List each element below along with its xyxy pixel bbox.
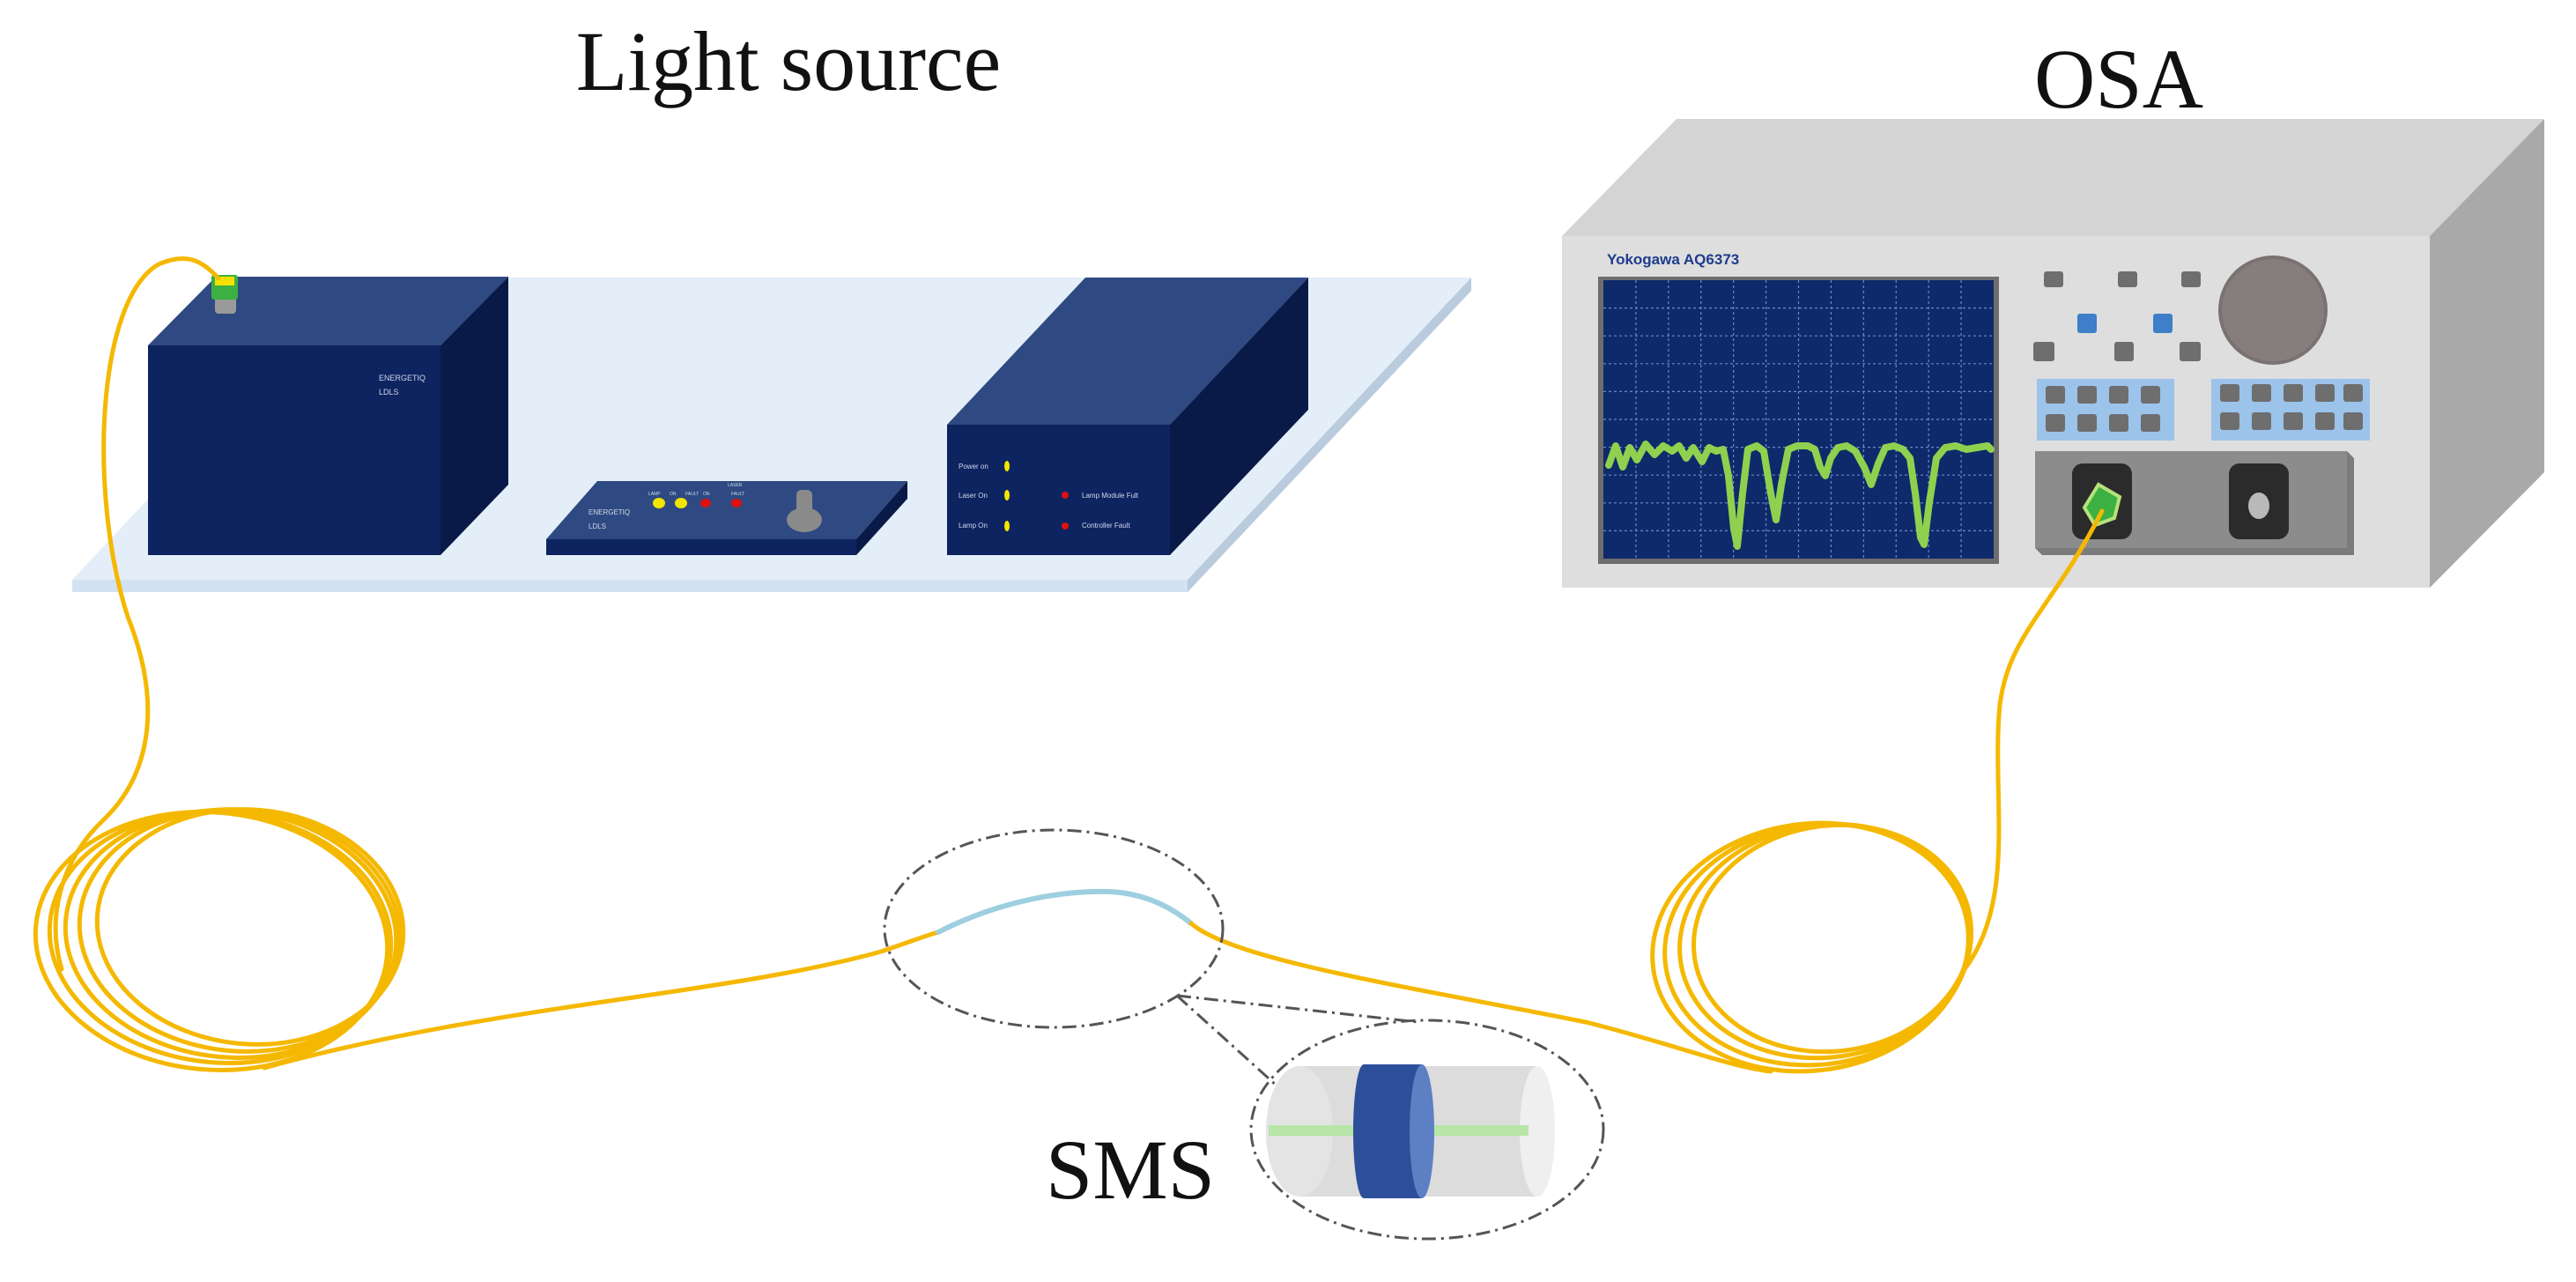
sms-zoom-ellipse [1249,1019,1605,1241]
indicator-label: ON [703,492,710,497]
controller-knob [787,490,822,532]
fiber-sms-to-right [1188,921,1773,1074]
osa-key [2077,414,2097,432]
osa-key [2141,414,2160,432]
osa-model-label: Yokogawa AQ6373 [1607,251,1739,268]
osa-input-connector [2082,482,2122,528]
osa-key [2141,386,2160,404]
controller-brand: ENERGETIQ [588,508,630,516]
power-led-yellow [1004,521,1010,531]
osa-key [2220,384,2239,402]
controller-indicator-labels: LAMP ON FAULT ON LASER FAULT [648,483,744,497]
sms-sensing-fiber [936,888,1194,935]
osa-spectrum-trace [1605,441,1995,550]
status-controller-fault: Controller Fault [1082,522,1130,530]
right-fiber-coil [1650,820,1973,1074]
sms-title: SMS [1046,1123,1215,1217]
light-source-controller: ENERGETIQ LDLS LAMP ON FAULT ON LASER FA… [546,481,907,555]
osa-key [2284,384,2303,402]
controller-led-red [731,499,742,508]
osa-key [2046,386,2065,404]
osa-key [2315,412,2335,430]
controller-model: LDLS [588,522,606,530]
sms-highlight-ellipse [883,828,1225,1029]
fiber-to-osa [1962,508,2105,972]
osa-key [2252,384,2271,402]
indicator-label: FAULT [685,492,699,497]
indicator-label: FAULT [731,492,744,497]
osa-key [2343,384,2363,402]
osa-instrument: Yokogawa AQ6373 [1562,119,2544,588]
power-led-yellow [1004,461,1010,471]
osa-key [2220,412,2239,430]
indicator-label: LASER [728,483,743,488]
status-power-on: Power on [959,463,988,471]
osa-top-keys [2033,271,2201,361]
light-source-title: Light source [576,14,1002,108]
power-unit: Power on Laser On Lamp On Lamp Module Fu… [947,278,1308,555]
osa-key [2046,414,2065,432]
osa-key [2252,412,2271,430]
left-fiber-coil [33,807,406,1072]
light-source-model: LDLS [379,388,399,396]
power-led-red [1062,492,1069,499]
sms-structure-zoom [1266,1064,1555,1198]
osa-key [2077,386,2097,404]
light-source-unit: ENERGETIQ LDLS [148,277,508,555]
status-lamp-on: Lamp On [959,522,988,530]
light-source-brand: ENERGETIQ [379,374,426,382]
osa-keys [2046,384,2363,432]
controller-led-yellow [675,498,687,508]
power-led-red [1062,522,1069,530]
osa-key [2109,386,2128,404]
osa-key [2343,412,2363,430]
osa-title: OSA [2034,32,2203,126]
power-led-yellow [1004,490,1010,500]
source-fiber-connector [211,275,238,314]
status-lamp-module-fault: Lamp Module Fult [1082,492,1139,500]
controller-led-yellow [653,498,665,508]
status-laser-on: Laser On [959,492,988,500]
osa-key [2284,412,2303,430]
indicator-label: LAMP [648,492,661,497]
osa-key [2109,414,2128,432]
controller-led-red [700,499,711,508]
multimode-fiber-section [1353,1064,1434,1198]
indicator-label: ON [670,492,677,497]
fiber-left-to-sms [262,930,941,1071]
osa-key [2315,384,2335,402]
